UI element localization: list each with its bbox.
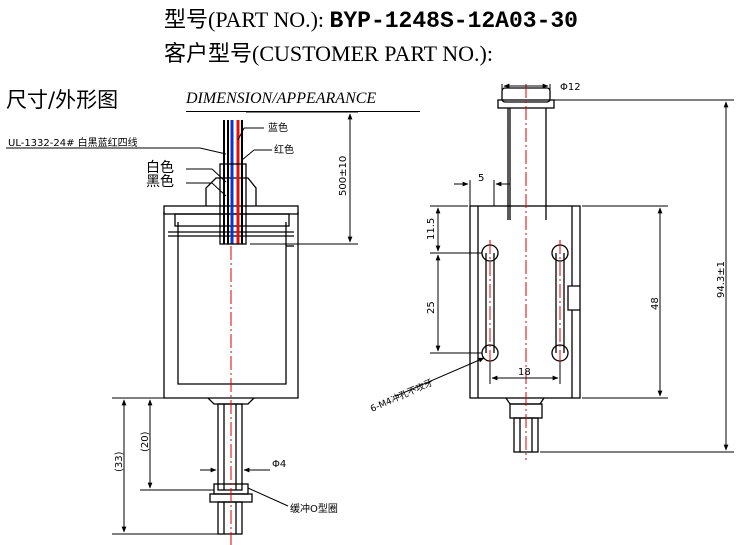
dim-11-5-label: 11.5 — [426, 218, 437, 240]
total-length-label: 94.3±1 — [716, 261, 727, 298]
front-annotations — [6, 111, 358, 535]
lead-wires — [219, 120, 247, 245]
top-diameter-label: Φ12 — [560, 82, 581, 93]
black-wire-label: 黑色 — [146, 173, 174, 190]
dim-5-label: 5 — [478, 173, 484, 184]
front-labels: UL-1332-24# 白黑蓝红四线 蓝色 红色 白色 黑色 500±10 (2… — [8, 121, 349, 515]
dim-48-label: 48 — [650, 297, 661, 310]
mounting-holes-label: 6-M4冲孔不攻牙 — [368, 376, 435, 414]
dim-18-label: 18 — [518, 367, 531, 378]
side-centerlines — [489, 84, 561, 460]
section-title-cn: 尺寸/外形图 — [6, 88, 119, 112]
wire-spec-label: UL-1332-24# 白黑蓝红四线 — [8, 136, 138, 149]
blue-wire-label: 蓝色 — [268, 121, 288, 134]
plunger-length-label: (33) — [114, 451, 125, 472]
section-title-en: DIMENSION/APPEARANCE — [186, 90, 377, 107]
front-view — [163, 177, 299, 535]
side-view — [469, 87, 581, 453]
lead-length-label: 500±10 — [338, 156, 349, 196]
buffer-ring-label: 缓冲O型圈 — [290, 502, 338, 515]
dim-25-label: 25 — [426, 301, 437, 314]
white-wire-label: 白色 — [146, 159, 174, 176]
part-number-line: 型号(PART NO.): BYP-1248S-12A03-30 — [164, 2, 578, 34]
plunger-diameter-label: Φ4 — [272, 459, 286, 470]
stroke-label: (20) — [140, 431, 151, 452]
red-wire-label: 红色 — [274, 143, 294, 156]
side-dimensions — [395, 83, 734, 453]
customer-part-label: 客户型号(CUSTOMER PART NO.): — [164, 41, 493, 66]
part-label: 型号(PART NO.): — [164, 7, 325, 32]
side-labels: Φ12 5 11.5 25 48 94.3±1 18 6-M4冲孔不攻牙 — [368, 82, 727, 415]
part-number: BYP-1248S-12A03-30 — [329, 8, 578, 34]
